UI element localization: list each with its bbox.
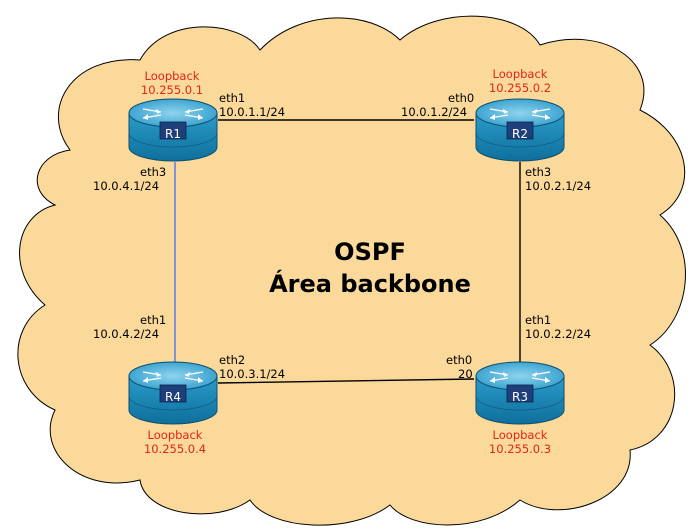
r4-eth2-name: eth2 — [219, 353, 246, 367]
links — [174, 119, 521, 384]
r2-eth3-ip: 10.0.2.1/24 — [525, 179, 592, 193]
r1-eth1-ip: 10.0.1.1/24 — [219, 105, 286, 119]
router-r2-name: R2 — [512, 127, 528, 141]
r2-eth0-ip: 10.0.1.2/24 — [401, 105, 468, 119]
r1-eth1-name: eth1 — [219, 91, 246, 105]
diagram-title-line1: OSPF — [334, 238, 406, 266]
r3-eth1-name: eth1 — [525, 313, 552, 327]
router-r1-name: R1 — [165, 127, 181, 141]
r4-loopback-label: Loopback — [147, 428, 203, 442]
router-r3-name: R3 — [512, 390, 528, 404]
r1-eth3-name: eth3 — [140, 165, 167, 179]
r3-loopback-ip: 10.255.0.3 — [488, 442, 552, 456]
r4-loopback-ip: 10.255.0.4 — [143, 442, 207, 456]
r1-eth3-ip: 10.0.4.1/24 — [93, 179, 160, 193]
diagram-title-line2: Área backbone — [269, 270, 471, 298]
r1-loopback-ip: 10.255.0.1 — [140, 83, 204, 97]
r2-eth3-name: eth3 — [525, 165, 552, 179]
r3-eth0-cost: 20 — [458, 367, 473, 381]
r2-eth0-name: eth0 — [448, 91, 475, 105]
r2-loopback-label: Loopback — [492, 67, 548, 81]
r4-eth1-name: eth1 — [140, 313, 167, 327]
r4-eth2-ip: 10.0.3.1/24 — [219, 367, 286, 381]
r3-loopback-label: Loopback — [492, 428, 548, 442]
r2-loopback-ip: 10.255.0.2 — [488, 81, 552, 95]
r3-eth0-name: eth0 — [446, 353, 473, 367]
router-r4-name: R4 — [165, 390, 181, 404]
r3-eth1-ip: 10.0.2.2/24 — [525, 327, 592, 341]
link-r4-r3 — [217, 378, 475, 384]
r4-eth1-ip: 10.0.4.2/24 — [93, 327, 160, 341]
r1-loopback-label: Loopback — [144, 69, 200, 83]
